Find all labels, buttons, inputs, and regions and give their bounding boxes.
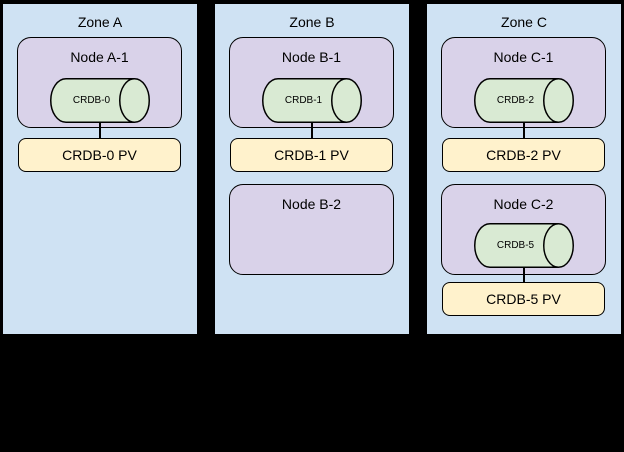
crdb-2-label: CRDB-2	[496, 95, 535, 106]
cylinder-shape	[473, 223, 574, 268]
connector-line	[98, 122, 101, 142]
connector-line	[522, 122, 525, 142]
node-b-1-title: Node B-1	[281, 49, 342, 65]
node-c-1-title: Node C-1	[493, 49, 554, 65]
zone-a-title: Zone A	[77, 14, 123, 30]
crdb-2-database-cylinder-icon: CRDB-2	[473, 78, 574, 123]
cylinder-shape	[261, 78, 362, 123]
node-a-1: Node A-1 CRDB-0	[17, 37, 182, 128]
crdb-0-pv-box: CRDB-0 PV	[18, 138, 181, 172]
connector-line	[310, 122, 313, 142]
node-c-1: Node C-1 CRDB-2	[441, 37, 606, 128]
crdb-2-pv-box: CRDB-2 PV	[442, 138, 605, 172]
crdb-2-pv-label: CRDB-2 PV	[486, 147, 561, 163]
zone-b: Zone B Node B-1 CRDB-1 CRDB-1 PV Node B-…	[214, 3, 410, 335]
crdb-0-pv-label: CRDB-0 PV	[62, 147, 137, 163]
zone-b-title: Zone B	[289, 14, 335, 30]
crdb-5-pv-label: CRDB-5 PV	[486, 291, 561, 307]
node-b-1: Node B-1 CRDB-1	[229, 37, 394, 128]
connector-line	[522, 268, 525, 286]
crdb-0-database-cylinder-icon: CRDB-0	[49, 78, 150, 123]
crdb-5-pv-box: CRDB-5 PV	[442, 282, 605, 316]
zone-a: Zone A Node A-1 CRDB-0 CRDB-0 PV	[2, 3, 198, 335]
cylinder-shape	[49, 78, 150, 123]
crdb-5-label: CRDB-5	[496, 240, 535, 251]
node-b-2: Node B-2	[229, 184, 394, 275]
cylinder-shape	[473, 78, 574, 123]
crdb-0-label: CRDB-0	[72, 95, 111, 106]
crdb-1-pv-box: CRDB-1 PV	[230, 138, 393, 172]
node-b-2-title: Node B-2	[281, 196, 342, 212]
crdb-1-pv-label: CRDB-1 PV	[274, 147, 349, 163]
node-a-1-title: Node A-1	[70, 49, 129, 65]
crdb-1-label: CRDB-1	[284, 95, 323, 106]
crdb-5-database-cylinder-icon: CRDB-5	[473, 223, 574, 268]
node-c-2: Node C-2 CRDB-5	[441, 184, 606, 275]
crdb-1-database-cylinder-icon: CRDB-1	[261, 78, 362, 123]
zone-c-title: Zone C	[501, 14, 547, 30]
zone-c: Zone C Node C-1 CRDB-2 CRDB-2 PV Node C-…	[426, 3, 622, 335]
node-c-2-title: Node C-2	[493, 196, 554, 212]
